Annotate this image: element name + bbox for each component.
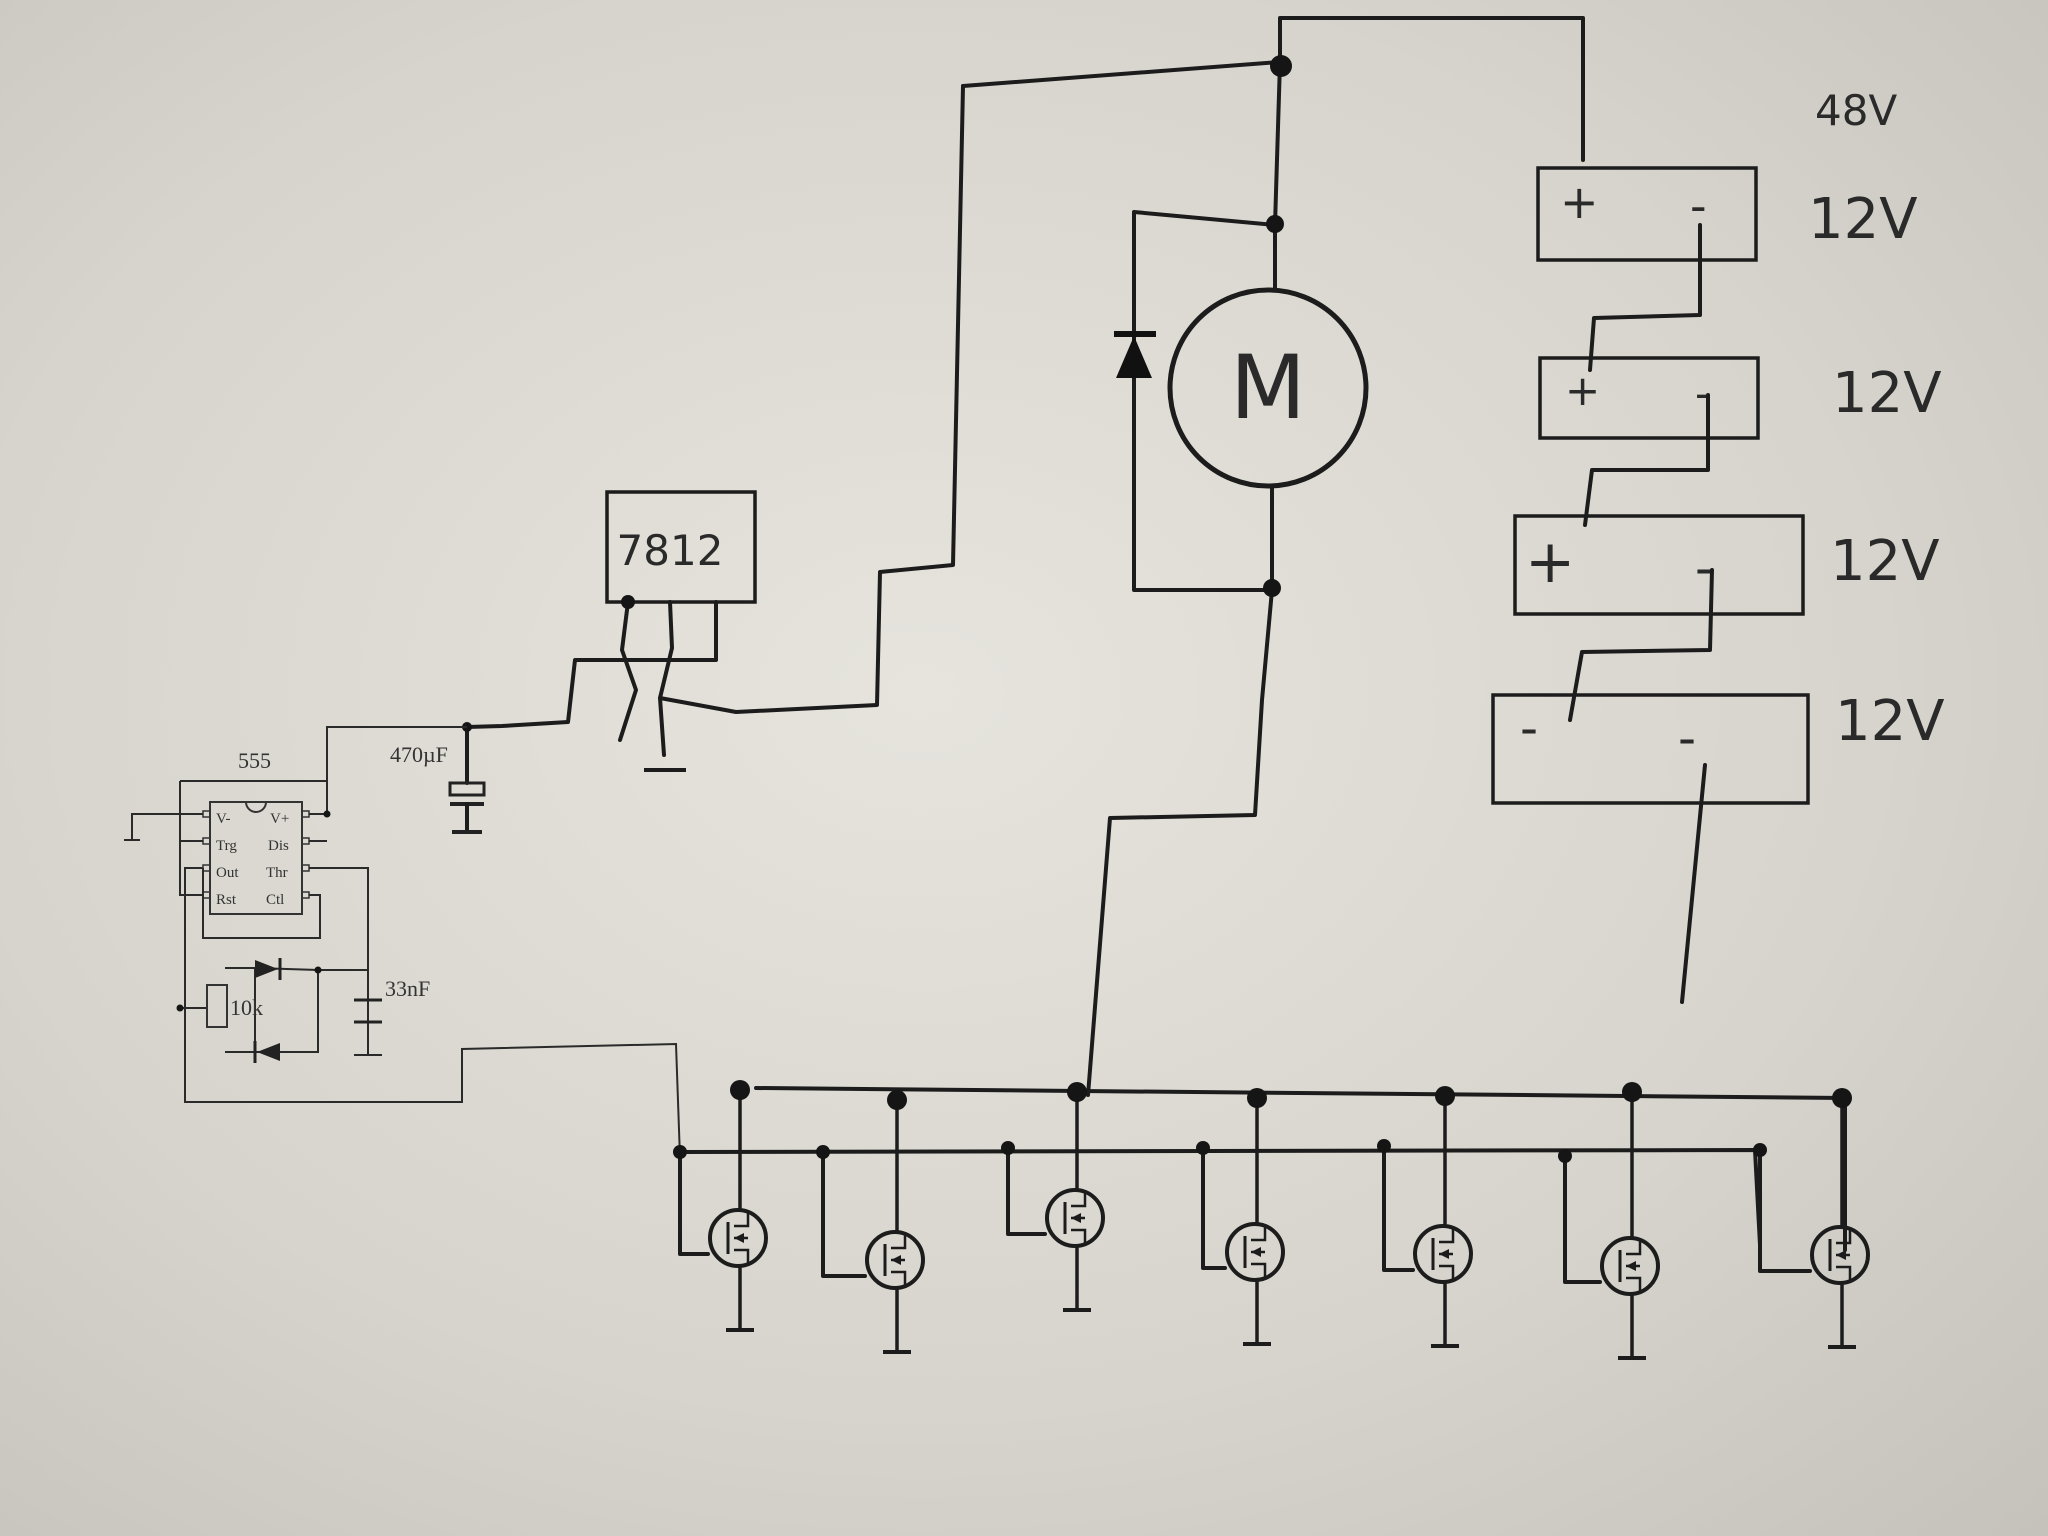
battery-3: + - 12V	[1513, 514, 1940, 616]
motor-label: M	[1230, 336, 1306, 439]
timing-diode-1-icon	[255, 958, 282, 980]
pin-ctl: Ctl	[266, 892, 284, 908]
mosfet-1-icon	[678, 1090, 768, 1332]
junction-dot	[314, 966, 322, 974]
junction-dot	[1558, 1149, 1572, 1163]
junction-dot	[1001, 1141, 1015, 1155]
pin-v-minus: V-	[216, 811, 230, 827]
junction-dot	[176, 1004, 184, 1012]
battery-1: + - 12V	[1536, 166, 1918, 262]
battery-2: + - 12V	[1538, 356, 1942, 440]
voltage-regulator: 7812	[465, 84, 965, 772]
regulator-label: 7812	[617, 526, 724, 575]
junction-dot	[1196, 1141, 1210, 1155]
junction-dot	[1622, 1082, 1642, 1102]
pin-thr: Thr	[266, 865, 288, 881]
junction-dot	[621, 595, 635, 609]
timer-ic-label: 555	[238, 748, 271, 773]
mosfet-7-icon	[1758, 1098, 1870, 1349]
mosfet-bank	[673, 1080, 1870, 1360]
junction-dot	[1270, 55, 1292, 77]
junction-dot	[887, 1090, 907, 1110]
pin-trg: Trg	[216, 838, 237, 854]
junction-dot	[816, 1145, 830, 1159]
mosfet-4-icon	[1201, 1098, 1285, 1346]
battery-2-plus: +	[1565, 366, 1600, 415]
mosfet-6-icon	[1563, 1092, 1660, 1360]
battery-4-minus: -	[1678, 709, 1696, 767]
battery-4-plus: -	[1520, 699, 1538, 757]
junction-dot	[1266, 215, 1284, 233]
mosfet-2-icon	[821, 1100, 925, 1354]
timing-diode-2-icon	[253, 1041, 280, 1063]
cap-timing-label: 33nF	[385, 976, 430, 1001]
mosfet-3-icon	[1006, 1092, 1105, 1312]
junction-dot	[1067, 1082, 1087, 1102]
timer-circuit: 555 V- V+ Trg Dis Out Thr Rst Ctl	[124, 726, 681, 1159]
junction-dot	[1247, 1088, 1267, 1108]
supply-capacitor: 470µF	[390, 722, 486, 834]
cap-supply-label: 470µF	[390, 742, 448, 767]
mosfet-array	[673, 1080, 1870, 1360]
junction-dot	[1753, 1143, 1767, 1157]
battery-4-voltage: 12V	[1835, 689, 1945, 754]
battery-3-voltage: 12V	[1830, 529, 1940, 594]
pin-v-plus: V+	[270, 811, 289, 827]
motor-circuit: M	[961, 16, 1585, 1097]
potentiometer-icon	[206, 984, 228, 1028]
junction-dot	[1377, 1139, 1391, 1153]
junction-dot	[1832, 1088, 1852, 1108]
supply-total-label: 48V	[1815, 86, 1897, 135]
battery-stack: 48V + - 12V + - 12V + - 12V - - 12V	[1491, 86, 1945, 1004]
battery-1-plus: +	[1560, 175, 1599, 229]
battery-3-minus: -	[1695, 539, 1713, 597]
battery-3-plus: +	[1525, 527, 1575, 597]
freewheel-diode-icon	[1114, 331, 1156, 378]
pot-label: 10k	[230, 995, 263, 1020]
junction-dot	[673, 1145, 687, 1159]
battery-2-voltage: 12V	[1832, 361, 1942, 426]
junction-dot	[730, 1080, 750, 1100]
mosfet-5-icon	[1382, 1096, 1473, 1348]
battery-1-voltage: 12V	[1808, 187, 1918, 252]
pin-rst: Rst	[216, 892, 237, 908]
battery-1-minus: -	[1690, 179, 1707, 233]
pin-dis: Dis	[268, 838, 289, 854]
motor-symbol-icon	[1167, 287, 1369, 489]
junction-dot	[1263, 579, 1281, 597]
pin-out: Out	[216, 865, 239, 881]
battery-4: - - 12V	[1491, 689, 1945, 805]
junction-dot	[1435, 1086, 1455, 1106]
junction-dot	[323, 810, 331, 818]
